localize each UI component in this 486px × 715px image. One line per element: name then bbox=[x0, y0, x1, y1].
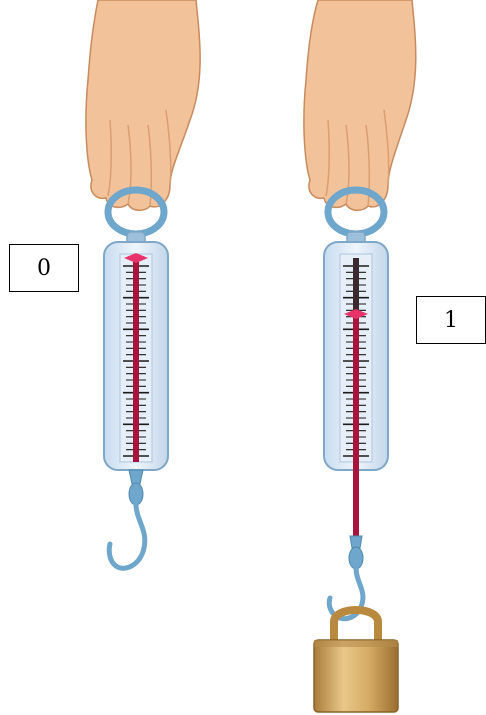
right-reading-label: 1 bbox=[416, 296, 486, 344]
left-indicator-rod bbox=[133, 258, 139, 462]
right-indicator-rod bbox=[353, 314, 359, 540]
left-hand-icon bbox=[86, 0, 200, 210]
right-hand-icon bbox=[304, 0, 416, 210]
right-spring-scale bbox=[324, 232, 388, 540]
left-hook-icon bbox=[109, 504, 145, 568]
weight-icon bbox=[314, 610, 398, 712]
left-spring-scale bbox=[104, 232, 168, 505]
right-spring-upper bbox=[353, 258, 359, 314]
left-reading-label: 0 bbox=[9, 244, 79, 292]
